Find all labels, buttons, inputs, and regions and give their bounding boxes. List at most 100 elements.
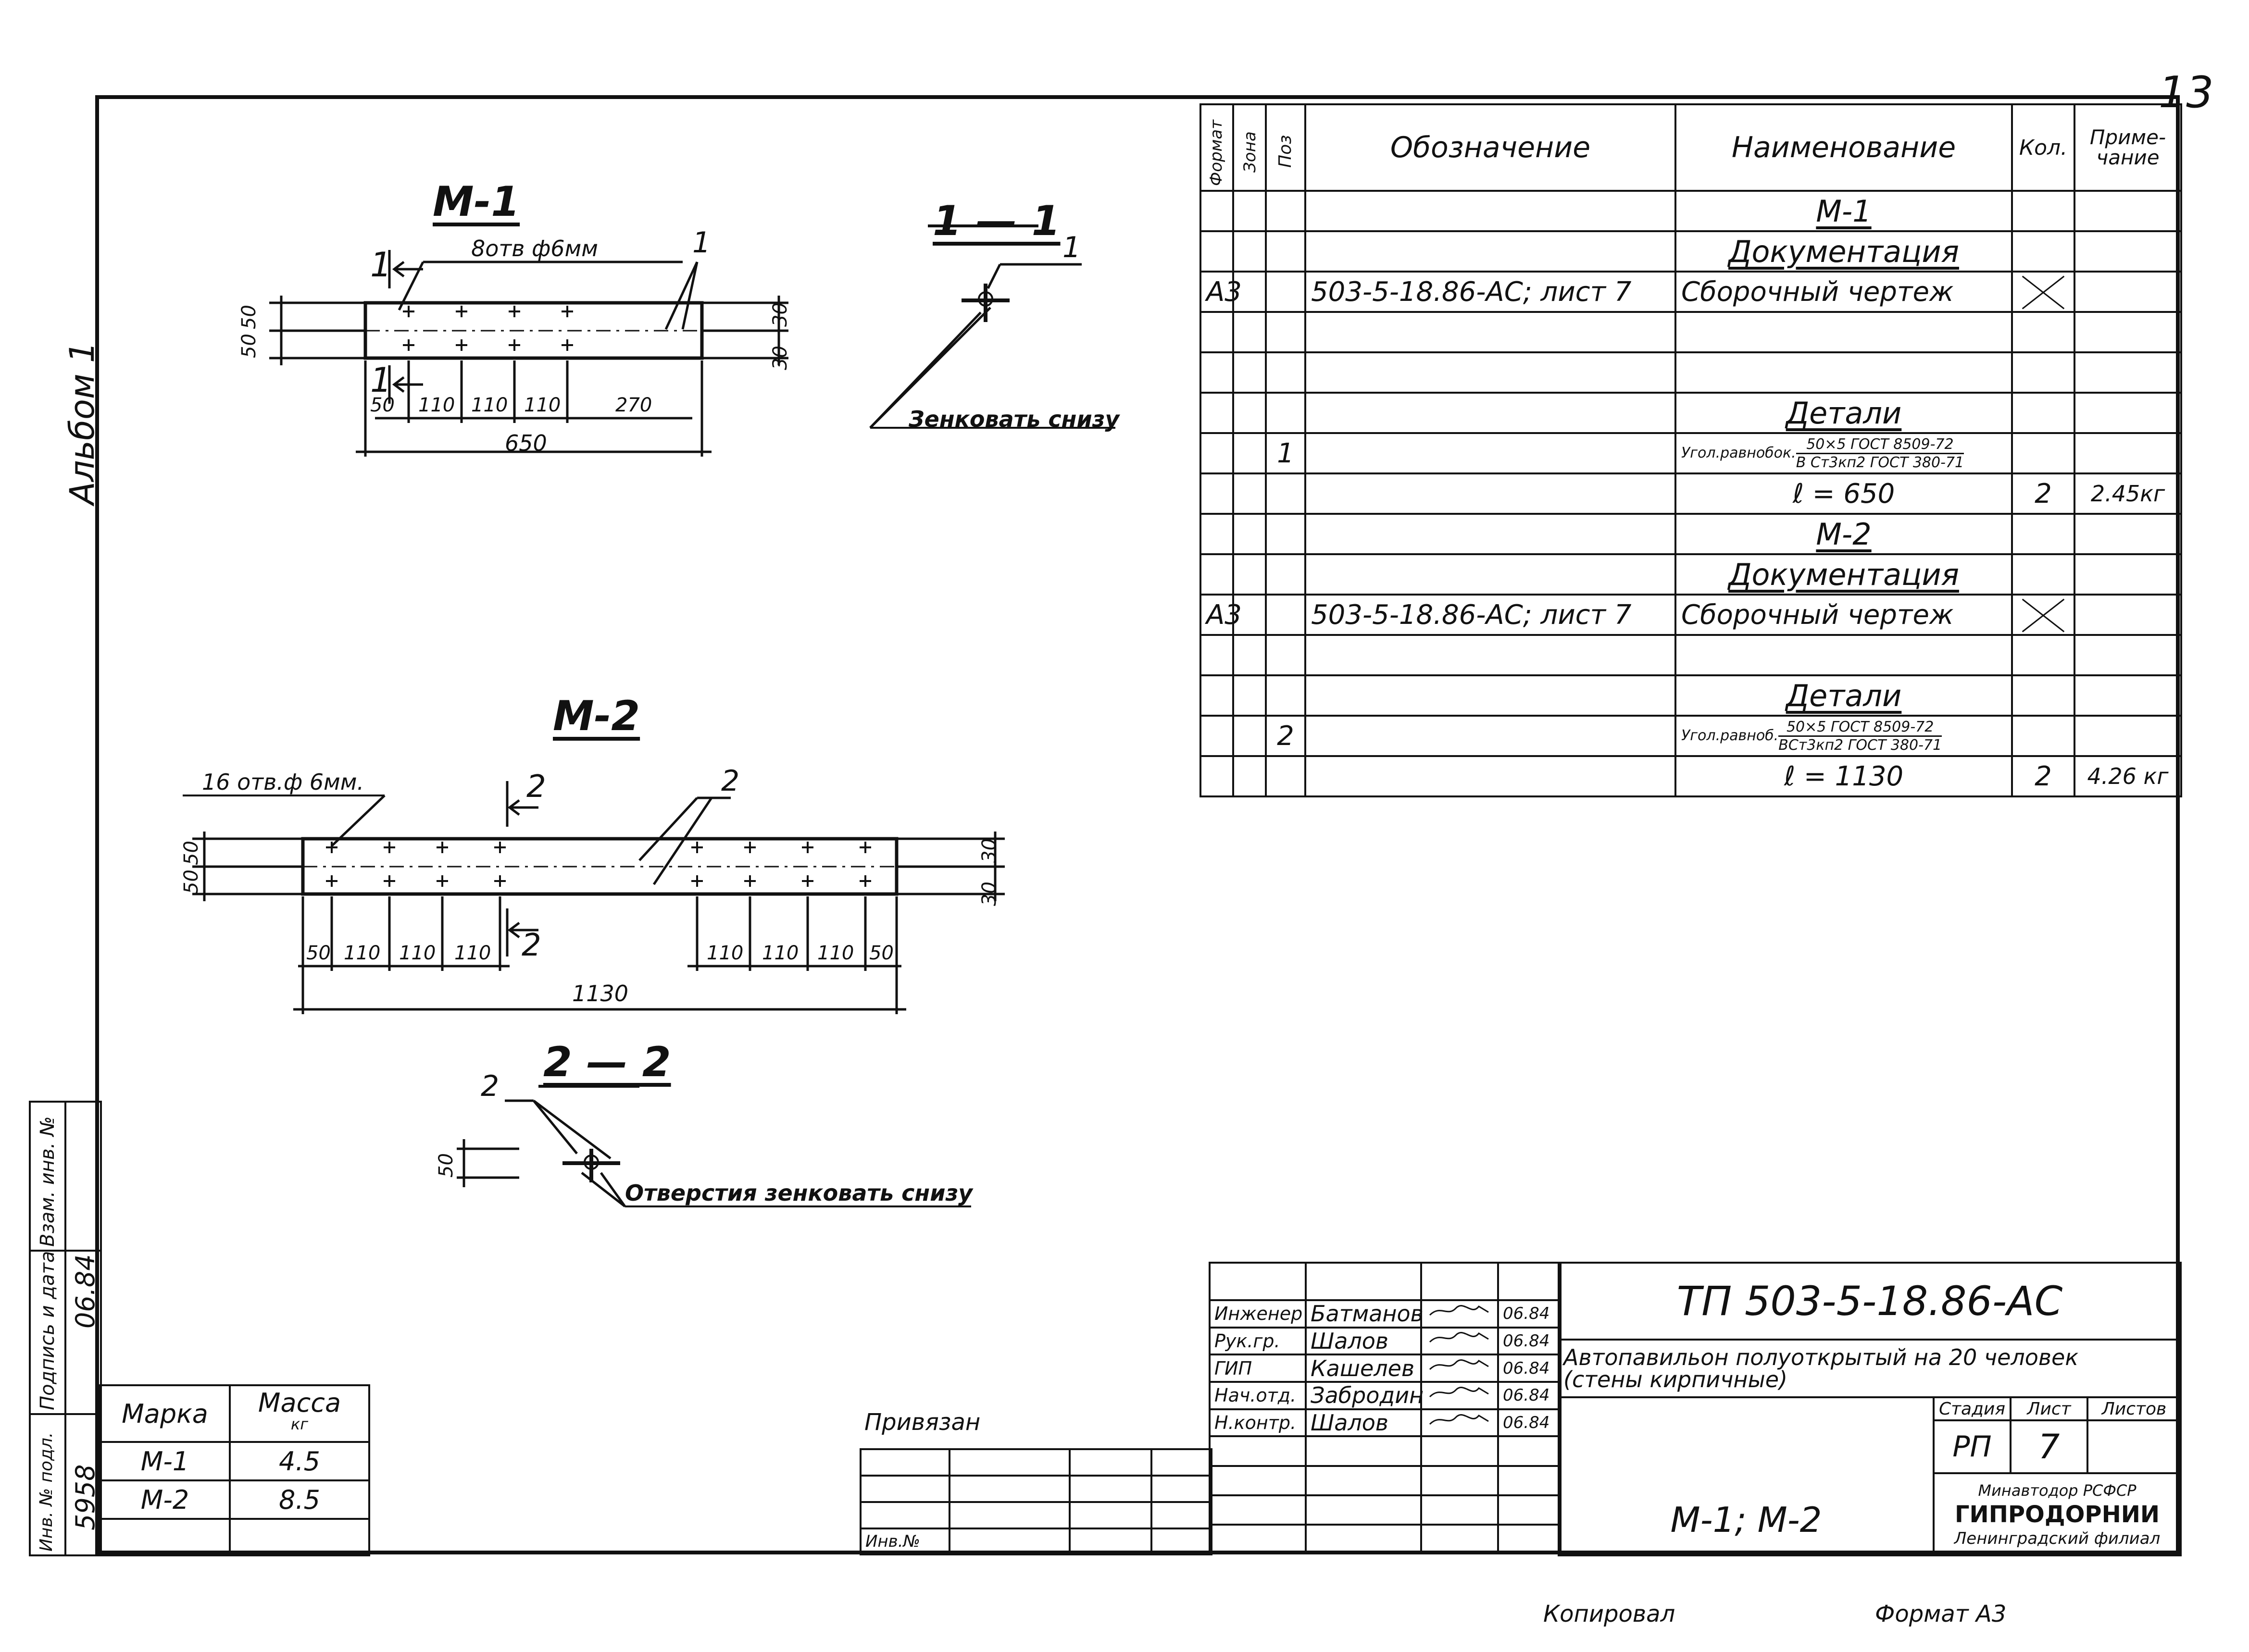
title-sheet-label: Лист xyxy=(2010,1396,2088,1421)
spec-cell-format: А3 xyxy=(1199,271,1242,313)
spec-cell-format xyxy=(1199,513,1234,555)
m2-dim-r1: 110 xyxy=(707,942,744,964)
spec-cell-format xyxy=(1199,230,1234,273)
m1-dim-right-a: 30 xyxy=(769,302,791,327)
spec-cell-zone xyxy=(1232,513,1267,555)
signature-name: Кашелев xyxy=(1305,1354,1422,1383)
spec-cell-note xyxy=(2074,513,2182,555)
spec-cell-qty: 2 xyxy=(2011,472,2075,515)
spec-cell-zone xyxy=(1232,634,1267,676)
spec-row: Документация xyxy=(1199,230,2182,273)
spec-header-format: Формат xyxy=(1199,103,1234,192)
title-sheets-value xyxy=(2086,1419,2182,1474)
spec-cell-zone xyxy=(1232,755,1267,797)
spec-cell-qty xyxy=(2011,634,2075,676)
spec-cell-pos xyxy=(1265,190,1306,232)
m1-title: М-1 xyxy=(433,178,520,226)
binding-block: Привязан Инв.№ xyxy=(860,1396,1212,1555)
spec-cell-name: Детали xyxy=(1674,674,2013,717)
m1-dim-left-b: 50 xyxy=(238,334,260,358)
spec-cell-designation xyxy=(1304,230,1676,273)
m1-dim-3: 110 xyxy=(471,394,508,416)
m2-section-mark-bottom: 2 xyxy=(522,928,541,963)
binding-label: Привязан xyxy=(861,1396,1212,1450)
spec-cell-format xyxy=(1199,311,1234,353)
m1-section-mark-top: 1 xyxy=(370,245,392,285)
spec-cell-note: 4.26 кг xyxy=(2074,755,2182,797)
m1-overall: 650 xyxy=(505,430,547,456)
spec-cell-qty xyxy=(2011,190,2075,232)
signature-mark xyxy=(1420,1326,1499,1356)
spec-cell-zone xyxy=(1232,351,1267,394)
m2-dim-r3: 110 xyxy=(817,942,854,964)
signature-role: Рук.гр. xyxy=(1209,1326,1307,1356)
signature-date: 06.84 xyxy=(1497,1354,1562,1383)
spec-name-profile: 50×5 ГОСТ 8509-72 xyxy=(1796,436,1964,454)
signature-mark xyxy=(1420,1354,1499,1383)
spec-cell-pos xyxy=(1265,351,1306,394)
spec-cell-format xyxy=(1199,472,1234,515)
spec-cell-designation xyxy=(1304,190,1676,232)
mass-row: М-2 8.5 xyxy=(99,1479,370,1520)
binding-inv-label: Инв.№ xyxy=(860,1528,950,1555)
m1-dim-1: 50 xyxy=(370,394,395,416)
m2-section-mark-top: 2 xyxy=(526,769,546,805)
spec-cell-format xyxy=(1199,634,1234,676)
spec-row: М-2 xyxy=(1199,513,2182,555)
org-branch: Ленинградский филиал xyxy=(1954,1528,2161,1548)
spec-cell-designation xyxy=(1304,432,1676,474)
title-object-line2: (стены кирпичные) xyxy=(1563,1366,1788,1392)
sec2-title: 2 — 2 xyxy=(543,1038,671,1086)
spec-cell-format xyxy=(1199,674,1234,717)
spec-cell-name: ℓ = 1130 xyxy=(1674,755,2013,797)
m2-title: М-2 xyxy=(553,692,640,740)
spec-cell-zone xyxy=(1232,472,1267,515)
sec1-title: 1 — 1 xyxy=(933,197,1061,245)
m2-dim-r4: 50 xyxy=(869,942,894,964)
title-code: ТП 503-5-18.86-АС xyxy=(1557,1262,2182,1341)
spec-cell-zone xyxy=(1232,553,1267,596)
title-stage-label: Стадия xyxy=(1933,1396,2012,1421)
m2-dim-right-a: 30 xyxy=(978,838,1000,863)
spec-cell-pos xyxy=(1265,674,1306,717)
mass-unit: кг xyxy=(290,1415,309,1433)
spec-cell-format xyxy=(1199,190,1234,232)
signature-name: Забродин xyxy=(1305,1381,1424,1410)
spec-cell-pos xyxy=(1265,392,1306,434)
spec-cell-note xyxy=(2074,674,2182,717)
strip-inv-repl-value xyxy=(64,1101,102,1252)
spec-cell-note xyxy=(2074,392,2182,434)
spec-cell-designation: 503-5-18.86-АС; лист 7 xyxy=(1304,271,1676,313)
spec-header-name: Наименование xyxy=(1674,103,2013,192)
sec2-pos-label: 2 xyxy=(481,1069,500,1103)
spec-cell-format xyxy=(1199,755,1234,797)
title-sheets-label: Листов xyxy=(2086,1396,2182,1421)
spec-cell-format xyxy=(1199,432,1234,474)
spec-cell-name: Документация xyxy=(1674,230,2013,273)
spec-cell-qty xyxy=(2011,230,2075,273)
spec-row xyxy=(1199,311,2182,353)
spec-cell-note xyxy=(2074,311,2182,353)
strip-inv-value: 5958 xyxy=(64,1413,102,1556)
signature-scribble xyxy=(1429,1414,1489,1425)
spec-cell-pos xyxy=(1265,594,1306,636)
spec-cell-designation xyxy=(1304,513,1676,555)
strip-sign-date-label: Подпись и дата xyxy=(29,1250,66,1415)
spec-row: М-1 xyxy=(1199,190,2182,232)
signature-mark xyxy=(1420,1381,1499,1410)
signature-date: 06.84 xyxy=(1497,1408,1562,1438)
mass-row-value: 4.5 xyxy=(229,1441,370,1481)
spec-cell-designation xyxy=(1304,351,1676,394)
mass-header-mass: Масса кг xyxy=(229,1384,370,1443)
signature-role: Н.контр. xyxy=(1209,1408,1307,1438)
strip-date-value: 06.84 xyxy=(64,1250,102,1415)
m1-holes-note: 8отв ф6мм xyxy=(471,236,598,261)
